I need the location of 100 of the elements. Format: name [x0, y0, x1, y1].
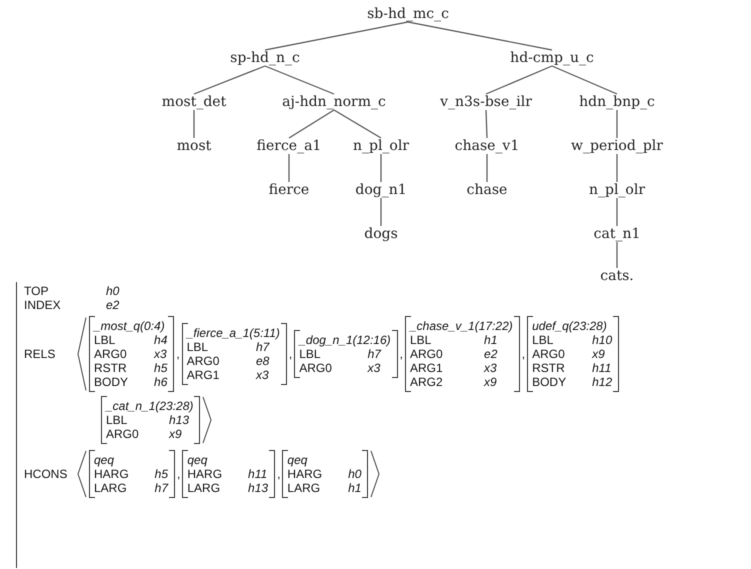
feature-value: h13	[248, 481, 268, 495]
tree-node-label: fierce_a1	[256, 138, 322, 154]
tree-branch-line	[194, 65, 266, 95]
feature-name: HARG	[287, 467, 322, 481]
predicate-label: _cat_n_1(23:28)	[106, 399, 194, 413]
feature-name: ARG0	[532, 347, 566, 361]
feature-value: x3	[256, 368, 270, 382]
feature-name: ARG0	[106, 427, 140, 441]
predicate-label: udef_q(23:28)	[532, 319, 608, 333]
tree-node-label: hd-cmp_u_c	[510, 50, 594, 66]
tree-branch-line	[616, 154, 618, 182]
feature-value: h5	[154, 467, 168, 481]
feature-name: LARG	[187, 481, 222, 495]
feature-value: h5	[154, 361, 168, 375]
tree-branch-line	[486, 154, 488, 182]
feature-name: RSTR	[532, 361, 566, 375]
feature-name: LBL	[186, 340, 210, 354]
predicate-label: qeq	[287, 453, 308, 467]
tree-node-label: fierce	[268, 182, 310, 198]
feature-value: h7	[154, 481, 168, 495]
feature-name: ARG0	[299, 361, 333, 375]
feature-name: ARG0	[410, 347, 444, 361]
feature-value: x9	[169, 427, 183, 441]
tree-branch-line	[408, 21, 552, 51]
feature-name: ARG1	[410, 361, 444, 375]
feature-value: e2	[484, 347, 498, 361]
feature-name: BODY	[94, 375, 128, 389]
feature-name: HCONS	[24, 467, 68, 481]
feature-name: BODY	[532, 375, 566, 389]
feature-name: ARG0	[94, 347, 128, 361]
feature-name: LARG	[94, 481, 128, 495]
feature-value: h0	[348, 467, 362, 481]
tree-node-label: dogs	[364, 226, 398, 242]
feature-name: LARG	[287, 481, 322, 495]
tree-node-label: most	[176, 138, 212, 154]
feature-value: h4	[154, 333, 168, 347]
separator-comma: ,	[520, 347, 526, 361]
predicate-label: _fierce_a_1(5:11)	[186, 326, 280, 340]
feature-value: x9	[592, 347, 606, 361]
separator-comma: ,	[398, 347, 404, 361]
predicate-label: _most_q(0:4)	[94, 319, 166, 333]
tree-branch-line	[193, 110, 195, 138]
tree-branch-line	[616, 110, 618, 138]
tree-node-label: chase_v1	[454, 138, 520, 154]
feature-value: x9	[484, 375, 498, 389]
feature-name: ARG0	[186, 354, 220, 368]
feature-value: h11	[248, 467, 268, 481]
tree-node-label: cats.	[600, 268, 634, 284]
feature-value: h0	[106, 284, 120, 298]
tree-branch-line	[380, 154, 382, 182]
separator-comma: ,	[175, 347, 181, 361]
tree-branch-line	[380, 198, 382, 226]
feature-name: RELS	[24, 347, 56, 361]
tree-node-label: v_n3s-bse_ilr	[440, 94, 532, 110]
feature-name: HARG	[94, 467, 129, 481]
separator-comma: ,	[176, 467, 182, 481]
feature-value: x3	[368, 361, 382, 375]
feature-value: h1	[348, 481, 362, 495]
feature-name: LBL	[532, 333, 554, 347]
feature-name: HARG	[187, 467, 222, 481]
tree-node-label: most_det	[162, 94, 226, 110]
tree-branch-line	[486, 65, 552, 95]
tree-branch-line	[616, 198, 618, 226]
tree-node-label: hdn_bnp_c	[579, 94, 655, 110]
predicate-label: _chase_v_1(17:22)	[410, 319, 513, 333]
feature-value: h10	[592, 333, 612, 347]
tree-node-label: w_period_plr	[571, 138, 663, 154]
feature-value: h7	[368, 347, 382, 361]
feature-name: INDEX	[24, 298, 61, 312]
feature-value: h1	[484, 333, 498, 347]
predicate-label: _dog_n_1(12:16)	[299, 333, 391, 347]
tree-branch-line	[552, 65, 618, 95]
feature-name: LBL	[299, 347, 322, 361]
tree-branch-line	[264, 65, 334, 95]
feature-value: h6	[154, 375, 168, 389]
tree-node-label: chase	[466, 182, 508, 198]
feature-name: RSTR	[94, 361, 128, 375]
tree-branch-line	[334, 109, 382, 139]
separator-comma: ,	[276, 467, 282, 481]
feature-name: ARG1	[186, 368, 220, 382]
feature-value: h13	[169, 413, 190, 427]
tree-node-label: n_pl_olr	[352, 138, 410, 154]
tree-node-label: aj-hdn_norm_c	[282, 94, 386, 110]
feature-value: e2	[106, 298, 120, 312]
predicate-label: qeq	[94, 453, 116, 467]
feature-name: LBL	[410, 333, 432, 347]
feature-name: ARG2	[410, 375, 444, 389]
feature-value: h11	[592, 361, 612, 375]
predicate-label: qeq	[187, 453, 208, 467]
tree-branch-line	[264, 21, 408, 51]
feature-name: LBL	[106, 413, 128, 427]
feature-name: LBL	[94, 333, 116, 347]
tree-branch-line	[288, 110, 334, 138]
tree-node-label: sp-hd_n_c	[230, 50, 300, 66]
feature-value: e8	[256, 354, 270, 368]
tree-branch-line	[485, 110, 488, 138]
separator-comma: ,	[288, 347, 294, 361]
tree-node-label: cat_n1	[594, 226, 640, 242]
feature-name: TOP	[24, 284, 48, 298]
feature-value: x3	[484, 361, 498, 375]
